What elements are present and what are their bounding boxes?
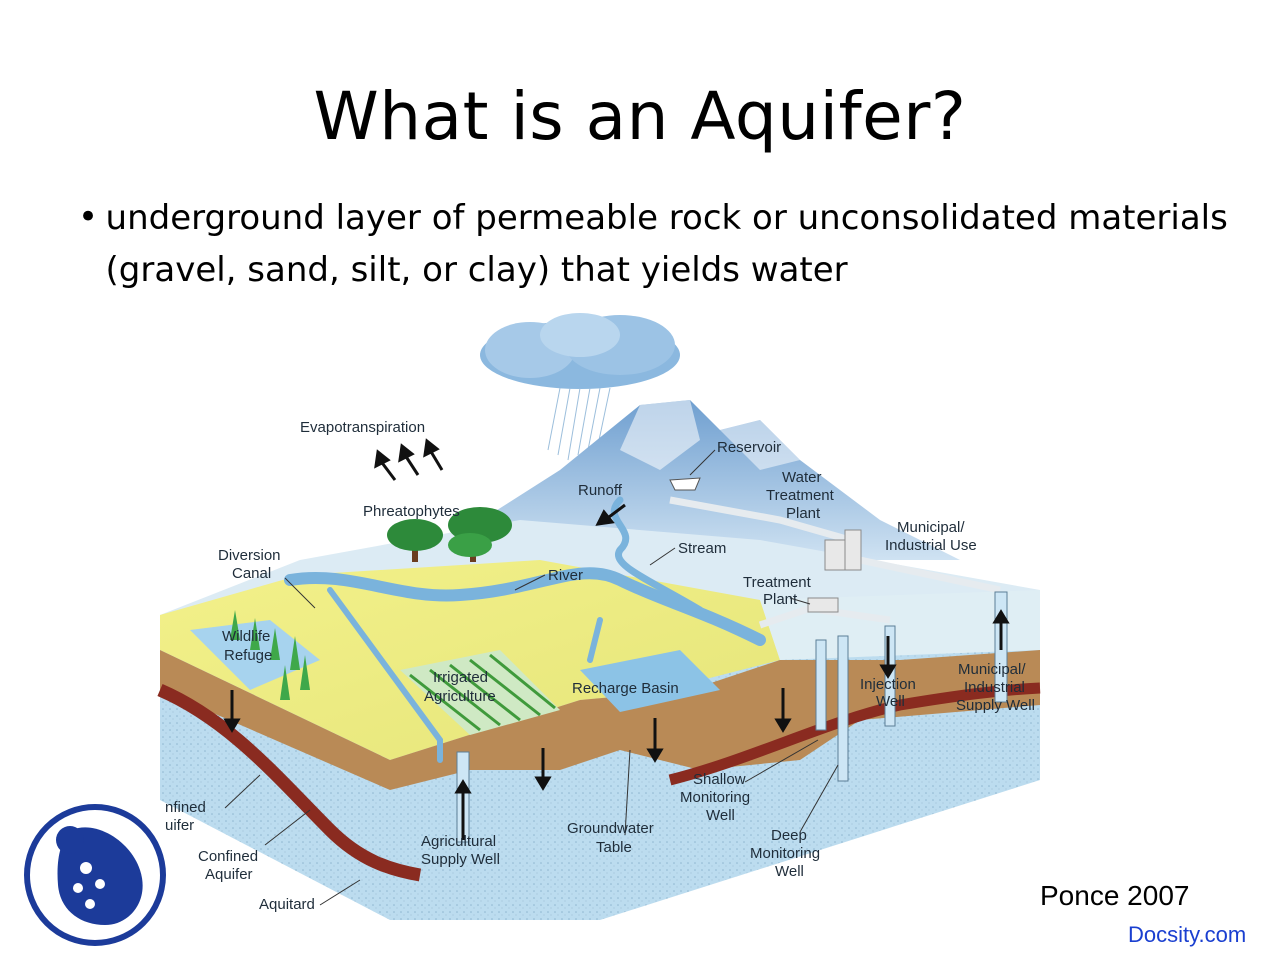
label-diversion-canal-1: Diversion xyxy=(218,547,281,564)
aquifer-diagram: Evapotranspiration Phreatophytes Diversi… xyxy=(157,313,1041,920)
label-confined-1: Confined xyxy=(198,848,258,865)
unsaturated-zone xyxy=(390,650,1040,790)
label-groundwater-table-1: Groundwater xyxy=(567,820,654,837)
bullet-dot: • xyxy=(78,197,99,237)
label-confined-2: Aquifer xyxy=(205,866,253,883)
label-ag-supply-well-1: Agricultural xyxy=(421,833,496,850)
bullet-text: underground layer of permeable rock or u… xyxy=(105,198,1228,290)
bullet-item: • underground layer of permeable rock or… xyxy=(78,192,1228,296)
recharge-basin-pool xyxy=(580,650,720,712)
label-treatment-plant-2: Plant xyxy=(763,591,798,608)
label-shallow-well-1: Shallow xyxy=(693,771,746,788)
label-reservoir: Reservoir xyxy=(717,439,781,456)
reservoir-dam xyxy=(669,477,701,491)
refuge-vegetation xyxy=(230,610,310,700)
municipal-buildings xyxy=(807,529,862,613)
slide-title: What is an Aquifer? xyxy=(313,78,967,155)
label-river: River xyxy=(548,567,583,584)
cloud xyxy=(480,313,680,389)
irrigated-field xyxy=(400,650,560,735)
label-water-treatment-1: Water xyxy=(782,469,821,486)
label-deep-well-1: Deep xyxy=(771,827,807,844)
river xyxy=(284,496,766,763)
docsity-logo xyxy=(24,804,166,946)
label-water-treatment-3: Plant xyxy=(786,505,821,522)
label-water-treatment-2: Treatment xyxy=(766,487,835,504)
label-groundwater-table-2: Table xyxy=(596,839,632,856)
label-injection-well-1: Injection xyxy=(860,676,916,693)
label-municipal-use-1: Municipal/ xyxy=(897,519,965,536)
label-deep-well-3: Well xyxy=(775,863,804,880)
label-municipal-well-1: Municipal/ xyxy=(958,661,1026,678)
label-deep-well-2: Monitoring xyxy=(750,845,820,862)
label-runoff: Runoff xyxy=(578,482,623,499)
label-injection-well-2: Well xyxy=(876,693,905,710)
mountains xyxy=(450,400,960,560)
label-municipal-well-3: Supply Well xyxy=(956,697,1035,714)
label-treatment-plant-1: Treatment xyxy=(743,574,812,591)
label-aquitard: Aquitard xyxy=(259,896,315,913)
diagram-labels: Evapotranspiration Phreatophytes Diversi… xyxy=(165,419,1035,913)
image-credit: Ponce 2007 xyxy=(1040,880,1190,911)
label-unconfined-1: nfined xyxy=(165,799,206,816)
label-irrigated-2: Agriculture xyxy=(424,688,496,705)
unsaturated-zone-left xyxy=(160,650,390,790)
leader-lines xyxy=(224,449,839,906)
label-phreatophytes: Phreatophytes xyxy=(363,503,460,520)
phreatophyte-trees xyxy=(387,507,512,562)
label-stream: Stream xyxy=(678,540,726,557)
label-irrigated-1: Irrigated xyxy=(433,669,488,686)
label-municipal-use-2: Industrial Use xyxy=(885,537,977,554)
rain xyxy=(547,387,611,461)
label-diversion-canal-2: Canal xyxy=(232,565,271,582)
label-wildlife-refuge-1: Wildlife xyxy=(222,628,270,645)
label-evapotranspiration: Evapotranspiration xyxy=(300,419,425,436)
label-shallow-well-2: Monitoring xyxy=(680,789,750,806)
aquitard-layer xyxy=(157,684,422,882)
docsity-watermark: Docsity.com xyxy=(1128,922,1247,947)
label-municipal-well-2: Industrial xyxy=(964,679,1025,696)
label-recharge-basin: Recharge Basin xyxy=(572,680,679,697)
label-shallow-well-3: Well xyxy=(706,807,735,824)
label-wildlife-refuge-2: Refuge xyxy=(224,647,272,664)
label-unconfined-2: uifer xyxy=(165,817,194,834)
label-ag-supply-well-2: Supply Well xyxy=(421,851,500,868)
flow-arrows xyxy=(223,438,1010,840)
refuge-pond xyxy=(190,620,320,690)
